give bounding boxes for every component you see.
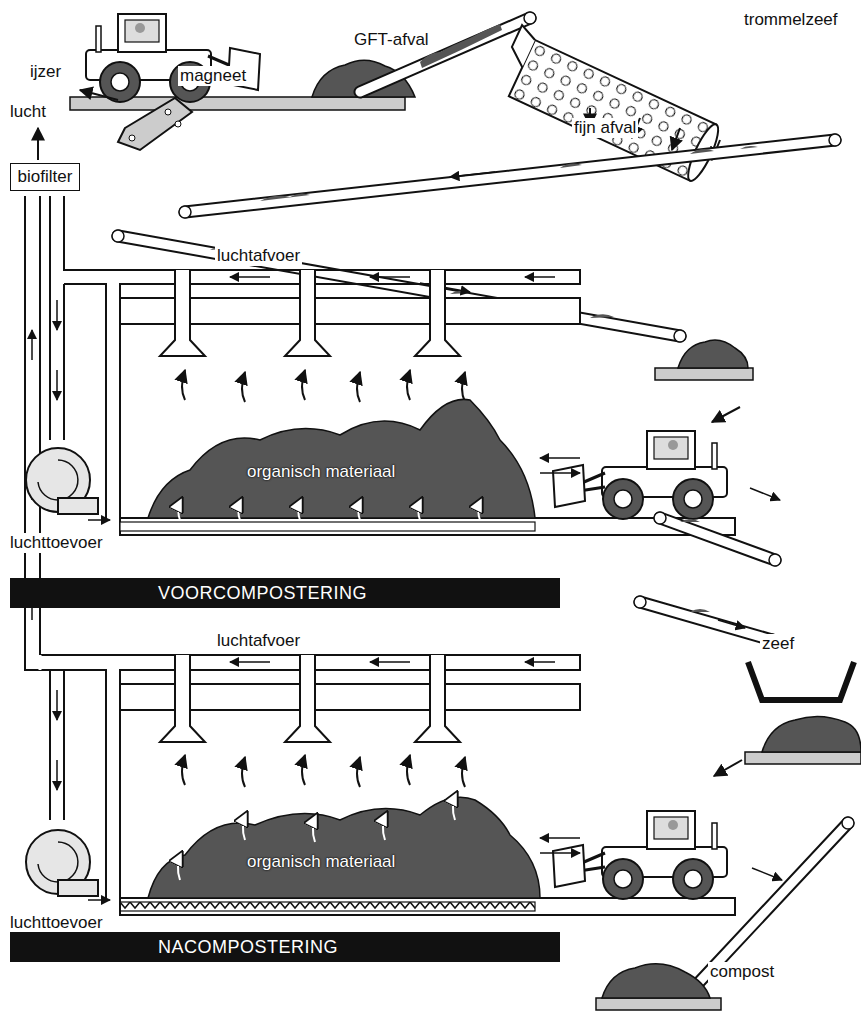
part-label: magneet [178, 66, 248, 86]
band-title: NACOMPOSTERING [158, 937, 338, 958]
part-label: compost [708, 962, 776, 982]
part-label: luchtafvoer [215, 246, 302, 266]
biofilter-box: biofilter [10, 163, 80, 191]
part-label: lucht [8, 102, 48, 122]
stage-band: VOORCOMPOSTERING [10, 578, 560, 608]
part-label: ijzer [28, 62, 63, 82]
box-label: biofilter [15, 167, 75, 187]
band-title: VOORCOMPOSTERING [158, 583, 367, 604]
part-label: zeef [760, 634, 796, 654]
part-label: luchtafvoer [215, 631, 302, 651]
part-label: luchttoevoer [8, 913, 105, 933]
stage-band: NACOMPOSTERING [10, 932, 560, 962]
part-label: luchttoevoer [8, 533, 105, 553]
part-label: trommelzeef [742, 10, 840, 30]
part-label: GFT-afval [352, 30, 431, 50]
part-label: fijn afval [572, 118, 638, 138]
pile-label: organisch materiaal [245, 462, 397, 482]
pile-label: organisch materiaal [245, 852, 397, 872]
